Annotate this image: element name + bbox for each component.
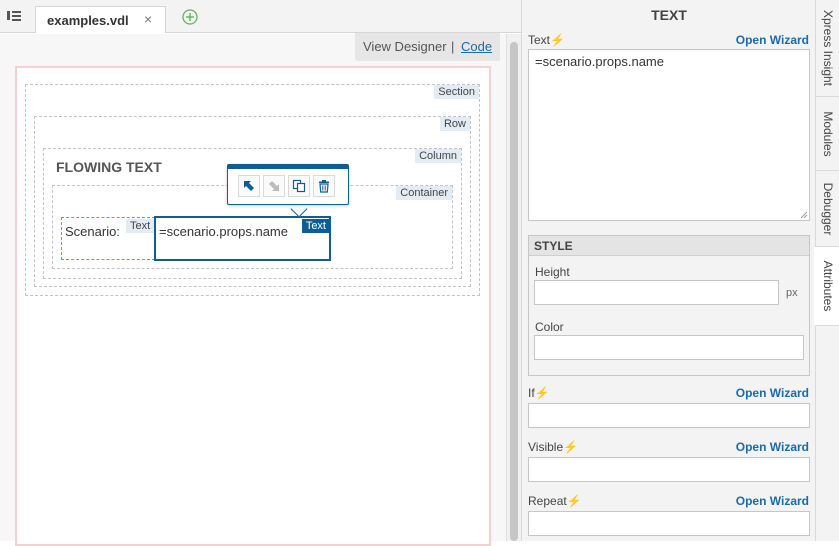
view-designer-button[interactable]: View Designer xyxy=(363,39,447,54)
arrow-down-right-icon xyxy=(269,181,279,191)
tab-xpress-insight[interactable]: Xpress Insight xyxy=(816,0,839,97)
view-toggle: View Designer | Code xyxy=(355,33,500,61)
view-code-link[interactable]: Code xyxy=(461,39,493,54)
visible-field-label: Visible⚡ xyxy=(528,440,579,454)
arrow-up-left-icon xyxy=(244,181,254,191)
section-block[interactable]: Section xyxy=(25,84,480,296)
expression-icon: ⚡ xyxy=(566,494,582,508)
close-icon[interactable]: × xyxy=(144,11,153,27)
tab-debugger[interactable]: Debugger xyxy=(816,171,839,247)
if-field-label: If⚡ xyxy=(528,386,550,400)
row-block[interactable]: Row xyxy=(34,116,471,287)
file-tab[interactable]: examples.vdl × xyxy=(35,6,166,33)
repeat-input[interactable] xyxy=(528,511,810,536)
repeat-open-wizard-link[interactable]: Open Wizard xyxy=(735,494,809,508)
text-open-wizard-link[interactable]: Open Wizard xyxy=(735,33,809,47)
select-parent-button[interactable] xyxy=(238,175,260,197)
text-element-label: =scenario.props.name xyxy=(159,224,288,239)
color-label: Color xyxy=(535,320,564,334)
menu-icon[interactable] xyxy=(6,8,22,24)
scrollbar-thumb[interactable] xyxy=(510,42,518,541)
container-tag: Container xyxy=(396,186,452,200)
section-tag: Section xyxy=(434,85,479,99)
text-element-label: Scenario: xyxy=(65,224,120,239)
text-textarea[interactable]: =scenario.props.name xyxy=(528,49,810,221)
editor-tab-bar: examples.vdl × xyxy=(0,0,521,33)
column-tag: Column xyxy=(415,149,461,163)
expression-icon: ⚡ xyxy=(563,440,579,454)
add-tab-icon[interactable] xyxy=(182,9,198,25)
duplicate-button[interactable] xyxy=(288,175,310,197)
select-child-button[interactable] xyxy=(263,175,285,197)
side-tab-strip: Xpress Insight Modules Debugger Attribut… xyxy=(814,0,839,541)
style-section: STYLE Height px Color xyxy=(528,235,810,376)
tab-attributes[interactable]: Attributes xyxy=(814,247,839,326)
expression-icon: ⚡ xyxy=(534,386,550,400)
file-tab-label: examples.vdl xyxy=(47,13,129,28)
canvas-heading: FLOWING TEXT xyxy=(56,159,162,175)
height-input[interactable] xyxy=(534,280,779,305)
visible-input[interactable] xyxy=(528,457,810,482)
trash-icon xyxy=(319,180,329,193)
repeat-field-label: Repeat⚡ xyxy=(528,494,582,508)
visible-open-wizard-link[interactable]: Open Wizard xyxy=(735,440,809,454)
delete-button[interactable] xyxy=(313,175,335,197)
height-unit: px xyxy=(786,287,798,299)
text-field-label: Text⚡ xyxy=(528,33,565,47)
text-element-selected[interactable]: =scenario.props.name Text xyxy=(154,216,331,261)
row-tag: Row xyxy=(439,117,470,131)
element-toolbar xyxy=(227,164,349,205)
style-heading: STYLE xyxy=(529,236,809,256)
tab-modules[interactable]: Modules xyxy=(816,97,839,171)
design-canvas xyxy=(15,66,491,546)
selected-text-tag: Text xyxy=(301,219,330,233)
designer-scrollbar[interactable] xyxy=(506,34,521,541)
resize-grip-icon[interactable] xyxy=(800,211,808,219)
height-label: Height xyxy=(535,265,570,279)
text-element-scenario[interactable]: Scenario: Text xyxy=(61,217,155,260)
column-block[interactable]: Column xyxy=(43,148,462,279)
panel-title: TEXT xyxy=(651,7,687,23)
expression-icon: ⚡ xyxy=(550,33,565,47)
copy-icon xyxy=(292,179,306,193)
if-input[interactable] xyxy=(528,403,810,428)
if-open-wizard-link[interactable]: Open Wizard xyxy=(735,386,809,400)
view-separator: | xyxy=(451,39,455,54)
color-input[interactable] xyxy=(534,335,804,360)
properties-panel: TEXT Text⚡ Open Wizard =scenario.props.n… xyxy=(521,0,815,541)
text-tag: Text xyxy=(126,219,155,233)
